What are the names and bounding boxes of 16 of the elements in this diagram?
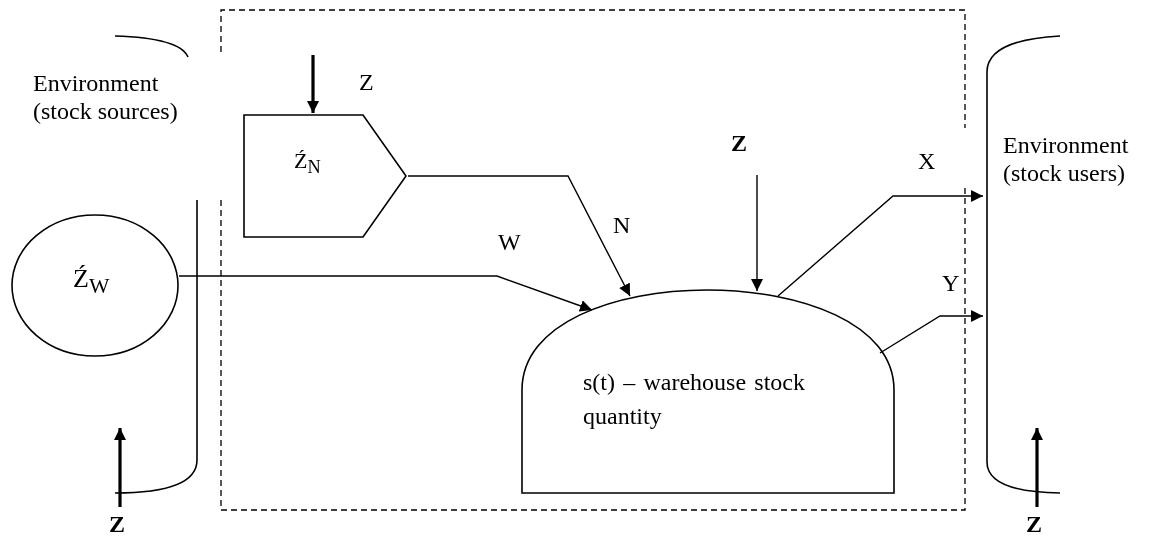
arrow bbox=[178, 275, 593, 312]
arrow bbox=[407, 175, 631, 297]
arrow bbox=[1031, 428, 1043, 507]
arrow bbox=[114, 428, 126, 507]
warehouse-dome bbox=[520, 288, 896, 495]
arrow bbox=[307, 55, 319, 113]
arrow bbox=[751, 174, 763, 292]
node-label: s(t) – warehouse stock quantity bbox=[583, 368, 805, 431]
node-label: Ź$_{W}$ bbox=[73, 264, 111, 300]
arrow bbox=[777, 190, 984, 297]
node-label: Environment (stock sources) bbox=[33, 70, 179, 126]
arrow bbox=[879, 310, 984, 354]
node-label: Environment (stock users) bbox=[1003, 132, 1130, 188]
environment-bracket-end bbox=[115, 428, 200, 495]
node-label: Ź$_{N}$ bbox=[294, 148, 322, 179]
process-pentagon bbox=[242, 113, 408, 239]
